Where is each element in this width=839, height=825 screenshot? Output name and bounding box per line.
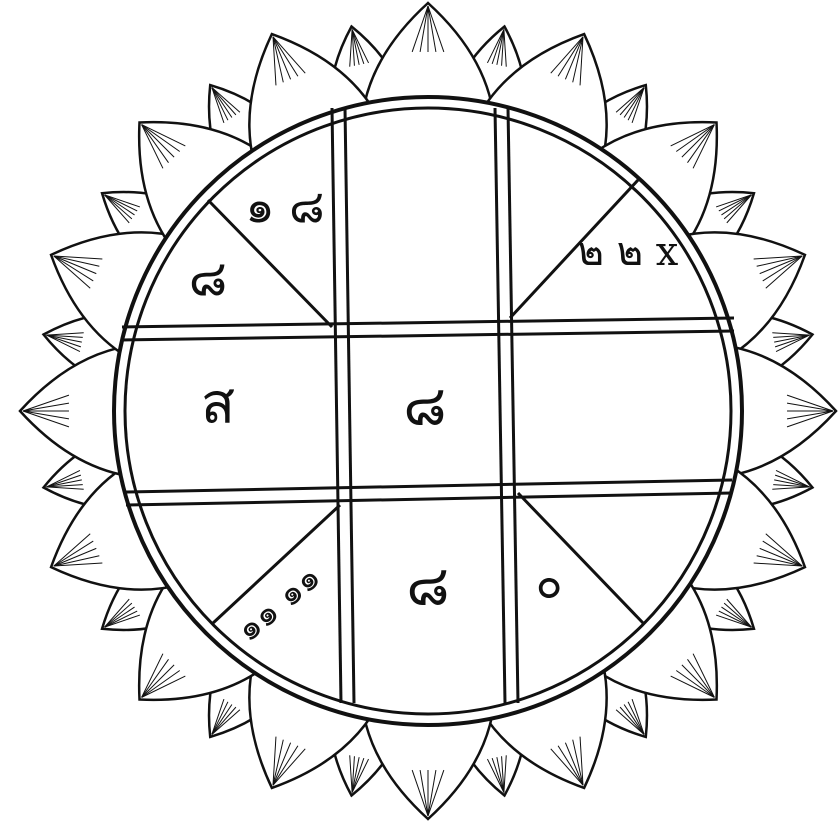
glyph-bottom-center: ๘ (406, 554, 449, 619)
glyph-top-left-lower: ๘ (189, 249, 228, 307)
glyph-middle-left: ส (201, 372, 235, 437)
glyph-top-left-upper: ๑ ๘ (245, 179, 324, 233)
glyph-bottom-right-lower: ๐ (536, 558, 563, 609)
glyph-center: ๘ (403, 374, 446, 439)
glyph-top-right-lower: ๒ ๒ x (578, 229, 679, 275)
